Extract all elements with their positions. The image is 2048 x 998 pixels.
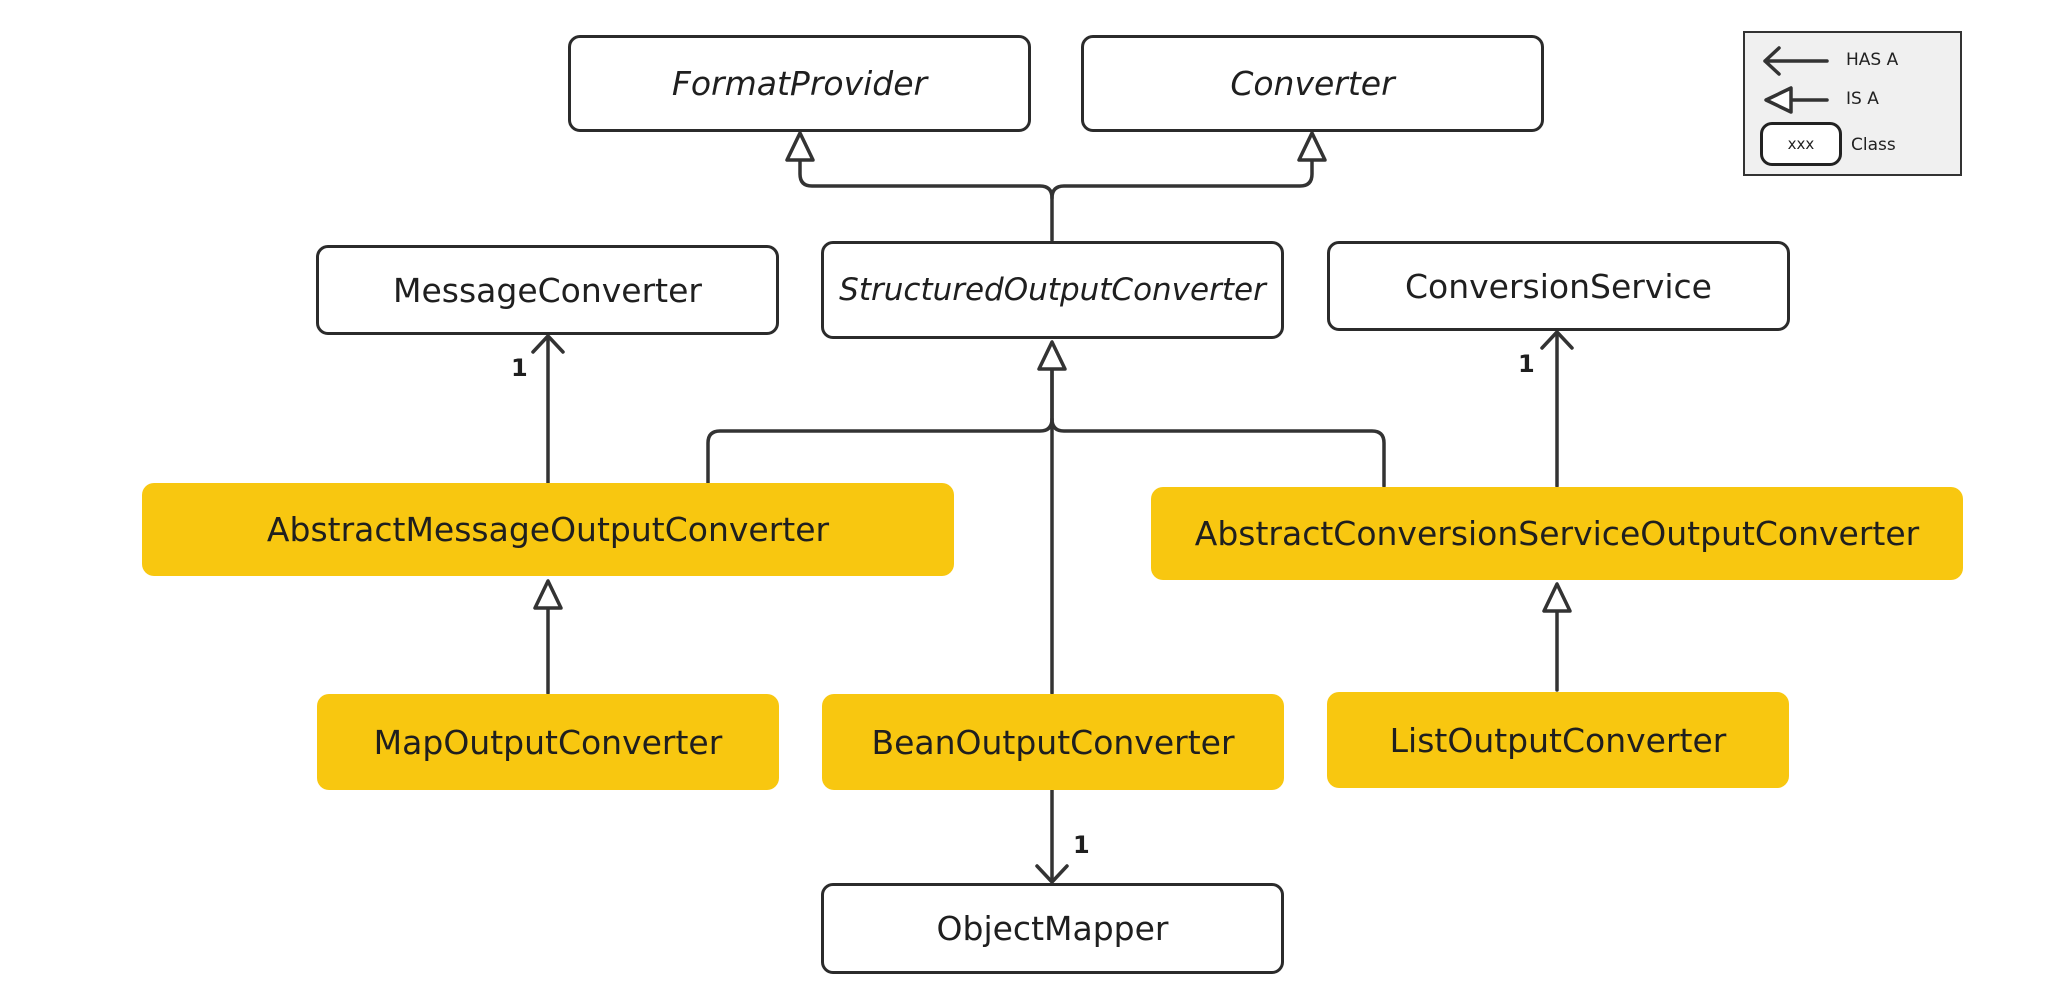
class-label: AbstractMessageOutputConverter [266, 510, 830, 549]
multiplicity-conversion-service: 1 [1518, 350, 1535, 378]
class-object-mapper: ObjectMapper [821, 883, 1284, 974]
is-a-abstractmessage-to-structured [706, 366, 1054, 485]
class-map-output-converter: MapOutputConverter [317, 694, 779, 790]
class-label: ListOutputConverter [1389, 720, 1727, 760]
triangle-structured [1037, 340, 1067, 371]
class-message-converter: MessageConverter [316, 245, 779, 335]
is-a-structured-to-converter [1050, 155, 1314, 200]
legend-class-label: Class [1851, 135, 1896, 155]
legend-has-a-label: HAS A [1846, 50, 1899, 70]
legend-class-sample: xxx [1760, 122, 1842, 166]
legend-class-sample-text: xxx [1787, 135, 1815, 153]
class-structured-output-converter: StructuredOutputConverter [821, 241, 1284, 339]
triangle-converter [1297, 131, 1327, 162]
class-label: AbstractConversionServiceOutputConverter [1194, 514, 1920, 553]
open-arrowhead-objectmapper [1035, 864, 1069, 884]
class-label: Converter [1230, 64, 1395, 103]
multiplicity-message-converter: 1 [511, 354, 528, 382]
class-list-output-converter: ListOutputConverter [1327, 692, 1789, 788]
class-label: MessageConverter [393, 270, 702, 310]
triangle-abstractconversion [1542, 582, 1572, 613]
legend: HAS A IS A xxx Class [1743, 31, 1962, 176]
triangle-formatprovider [785, 131, 815, 162]
legend-is-a-label: IS A [1846, 89, 1879, 109]
class-converter: Converter [1081, 35, 1544, 132]
class-format-provider: FormatProvider [568, 35, 1031, 132]
class-label: BeanOutputConverter [871, 722, 1235, 762]
class-label: StructuredOutputConverter [839, 272, 1266, 308]
is-a-structured-to-formatprovider [798, 155, 1054, 242]
has-a-arrow-icon [1763, 46, 1829, 76]
class-label: ObjectMapper [936, 909, 1169, 948]
class-abstract-conversion-service-output-converter: AbstractConversionServiceOutputConverter [1151, 487, 1963, 580]
open-arrowhead-messageconverter [531, 334, 565, 354]
class-conversion-service: ConversionService [1327, 241, 1790, 331]
legend-symbols [1763, 46, 1829, 114]
open-arrowhead-conversionservice [1540, 330, 1574, 350]
class-bean-output-converter: BeanOutputConverter [822, 694, 1284, 790]
is-a-abstractconversion-to-structured [1050, 417, 1386, 488]
class-label: FormatProvider [671, 64, 928, 103]
multiplicity-object-mapper: 1 [1073, 831, 1090, 859]
class-abstract-message-output-converter: AbstractMessageOutputConverter [142, 483, 954, 576]
class-label: MapOutputConverter [373, 722, 723, 762]
is-a-triangle-icon [1764, 86, 1793, 114]
triangle-abstractmessage [533, 579, 563, 610]
class-label: ConversionService [1405, 266, 1712, 306]
